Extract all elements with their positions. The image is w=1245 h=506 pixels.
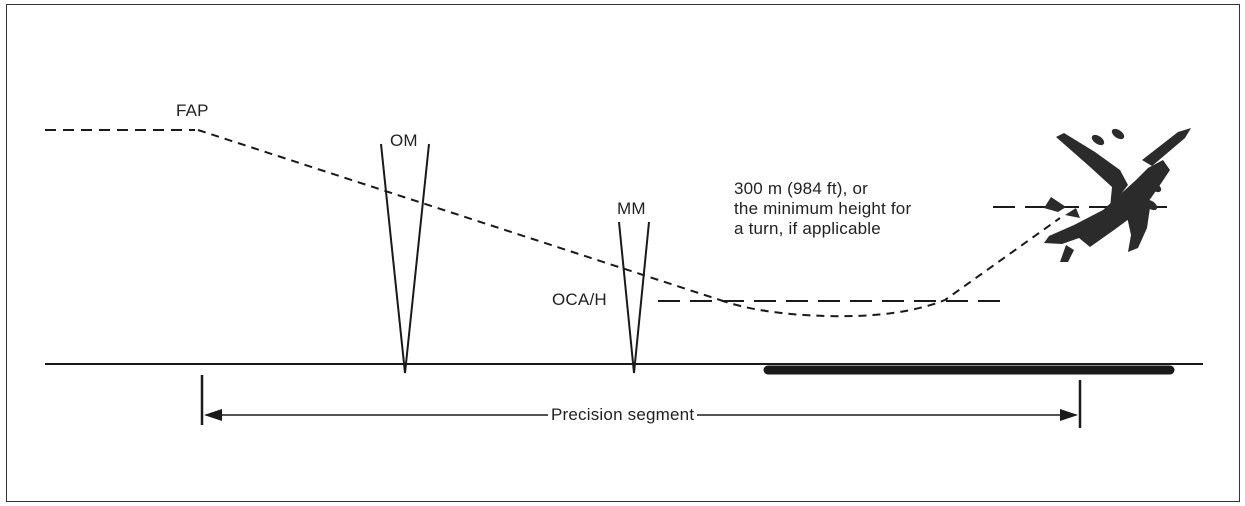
fap-label: FAP <box>176 101 209 120</box>
segment-arrow-right <box>1060 409 1078 421</box>
mm-label: MM <box>617 199 646 218</box>
aircraft-icon <box>1044 128 1191 262</box>
glide-path <box>197 129 721 301</box>
outer-marker-fan <box>380 143 430 374</box>
middle-marker-fan <box>618 221 650 374</box>
om-label: OM <box>390 131 418 150</box>
precision-segment-label: Precision segment <box>548 405 698 425</box>
missed-approach-path <box>719 217 1061 318</box>
turn-height-note: 300 m (984 ft), or the minimum height fo… <box>734 179 912 238</box>
segment-arrow-left <box>204 409 222 421</box>
oca-h-label: OCA/H <box>552 290 607 309</box>
